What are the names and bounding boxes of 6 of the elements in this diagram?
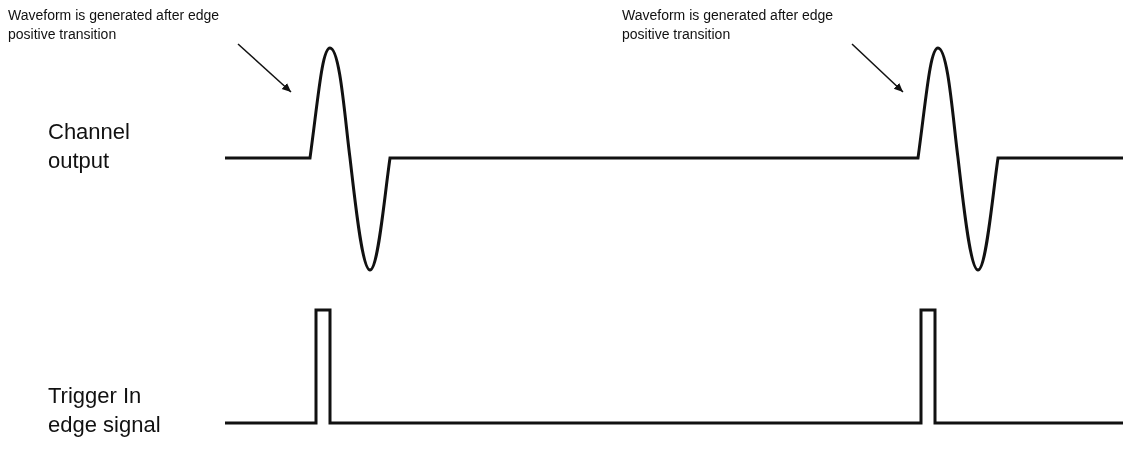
leader-line [851,43,904,93]
annotation-text: Waveform is generated after edge positive transition [622,6,862,44]
annotation-text: Waveform is generated after edge positive transition [8,6,248,44]
leader-line [237,43,292,93]
signal-label: Trigger In edge signal [48,382,162,439]
signal-label: Channel output [48,118,131,175]
